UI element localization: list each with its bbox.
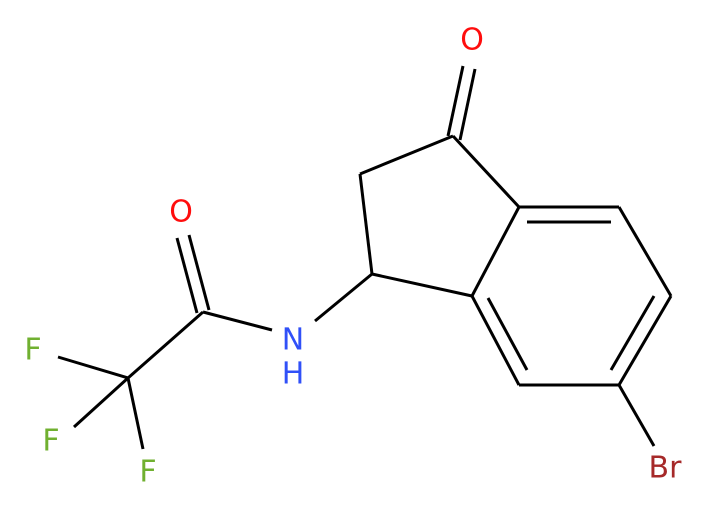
bond-c1-c2 — [359, 134, 454, 176]
bond-amide-co-2 — [187, 234, 211, 311]
amide-hydrogen-label: H — [282, 357, 305, 392]
bond-c3-c3a — [371, 272, 473, 298]
bond-c4-c3a-inner — [486, 297, 529, 371]
amide-nitrogen-label: N — [282, 323, 304, 358]
bond-c5-br — [617, 384, 656, 447]
bond-c6-c5-inner — [609, 295, 656, 371]
fluorine-2-label: F — [42, 424, 59, 459]
bond-c3-n — [314, 272, 373, 323]
bond-c-f2 — [72, 376, 130, 429]
atom-labels: O O N H F F F Br — [24, 23, 682, 490]
bond-ketone-co-2 — [458, 68, 477, 141]
bond-amide-co-1 — [175, 237, 199, 314]
bond-c7-c6 — [617, 206, 673, 297]
amide-oxygen-label: O — [169, 195, 193, 230]
bromine-label: Br — [649, 451, 683, 486]
fluorine-1-label: F — [24, 333, 41, 368]
bond-c-f1 — [57, 355, 129, 380]
bond-n-amide-c — [202, 310, 273, 332]
bond-c-f3 — [126, 377, 145, 450]
bond-c4-c3a — [470, 295, 521, 386]
bond-amide-c-cf3 — [127, 310, 204, 380]
fluorine-3-label: F — [139, 455, 156, 490]
bond-c3a-c7a — [470, 206, 521, 297]
bond-c6-c5 — [617, 295, 673, 386]
bonds — [57, 65, 673, 450]
bond-ketone-co-1 — [446, 65, 465, 137]
bond-c1-c7a — [451, 134, 521, 209]
ketone-oxygen-label: O — [460, 23, 484, 58]
bond-c2-c3 — [358, 173, 374, 275]
